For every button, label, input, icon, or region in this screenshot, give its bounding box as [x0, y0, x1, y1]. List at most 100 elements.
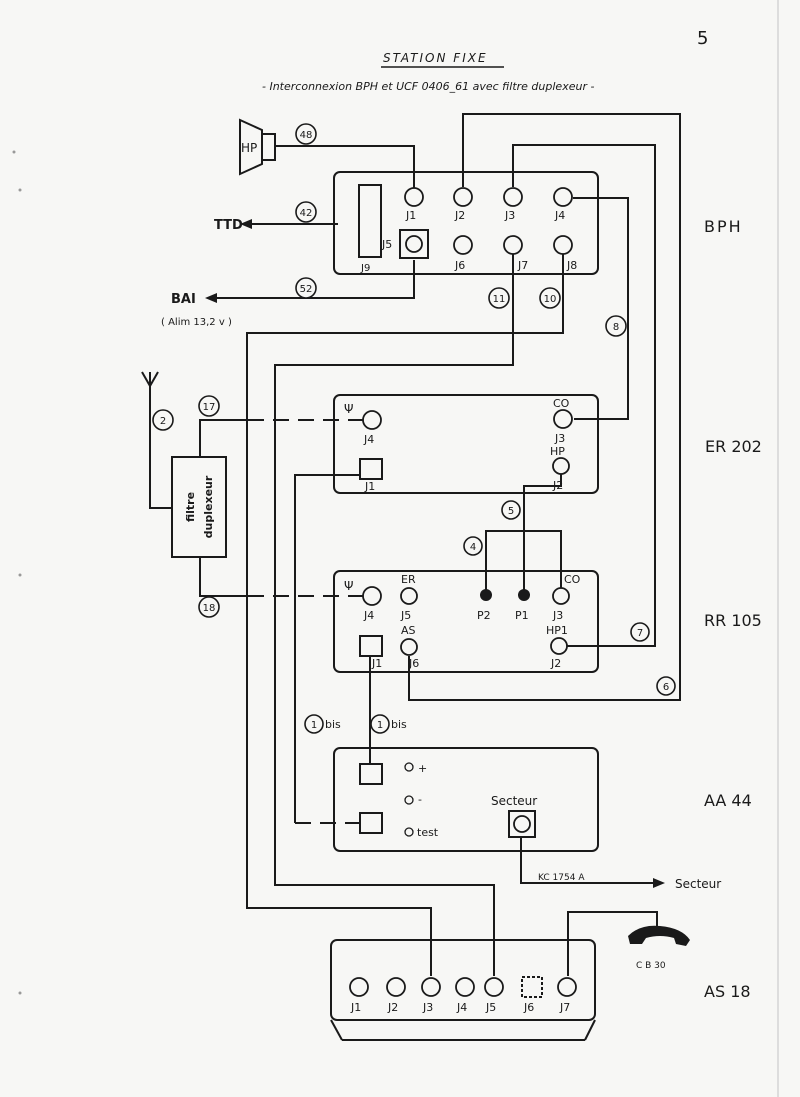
bph-j6-label: J6 [454, 259, 465, 272]
page-subtitle: - Interconnexion BPH et UCF 0406_61 avec… [262, 80, 594, 93]
bph-j4-label: J4 [554, 209, 565, 222]
rr-p2-label: P2 [477, 609, 491, 622]
rr-as-label: AS [401, 624, 416, 637]
rr-j3-label: J3 [552, 609, 563, 622]
unit-aa-name: AA 44 [704, 791, 752, 810]
wire-handset [567, 911, 658, 976]
bph-j9-label: J9 [360, 263, 370, 274]
filtre-box [171, 456, 227, 558]
as-j4-label: J4 [456, 1001, 467, 1014]
speaker-icon: HP [239, 118, 276, 176]
rr-box [333, 570, 599, 673]
cable-tag-10-text: 10 [544, 294, 557, 305]
rr-j6-label: J6 [408, 657, 419, 670]
as-j6-label: J6 [523, 1001, 534, 1014]
as-j1-label: J1 [350, 1001, 361, 1014]
filtre-label-1: filtre [184, 492, 197, 522]
cable-tag-2-text: 2 [160, 416, 166, 427]
rr-p2 [480, 589, 492, 601]
rr-j1-label: J1 [371, 657, 382, 670]
filtre-duplexeur: filtre duplexeur [171, 456, 227, 558]
wire-10 [246, 254, 564, 976]
aa-minus-symbol [404, 795, 414, 805]
bph-j1 [404, 187, 424, 207]
er-j3-label: J3 [554, 432, 565, 445]
cable-tag-1bis-left [304, 714, 324, 734]
cable-tag-18-text: 18 [203, 603, 216, 614]
aa-plus-jack [359, 763, 383, 785]
rr-j4-label: J4 [363, 609, 374, 622]
bph-j4 [553, 187, 573, 207]
cable-tag-17-text: 17 [203, 402, 216, 413]
as-foot-right [584, 1019, 596, 1041]
cable-tag-52 [295, 277, 317, 299]
er-j4-label: J4 [363, 433, 374, 446]
margin-mark [18, 188, 22, 192]
rr-antenna-icon: Ψ [344, 579, 353, 593]
bph-j6 [453, 235, 473, 255]
as-foot-left [330, 1019, 343, 1041]
unit-er-name: ER 202 [705, 437, 762, 456]
wire-18 [199, 557, 248, 597]
handset-label: C B 30 [636, 961, 666, 971]
cable-tag-1bis-left-num: 1 [311, 720, 317, 731]
cable-tag-17 [198, 395, 220, 417]
bph-j5-socket [405, 235, 423, 253]
filtre-label-2: duplexeur [202, 475, 215, 538]
bph-j2 [453, 187, 473, 207]
aa-plus-label: + [418, 762, 427, 775]
wire-48 [275, 145, 415, 188]
as-j5 [484, 977, 504, 997]
cable-tag-8 [605, 315, 627, 337]
as-j2 [386, 977, 406, 997]
wire-17 [199, 419, 248, 457]
rr-hp1-label: HP1 [546, 624, 568, 637]
cable-tag-6 [656, 676, 676, 696]
bai-arrow [205, 293, 217, 303]
cable-tag-11-text: 11 [493, 294, 506, 305]
bph-box [333, 171, 599, 275]
er-j2-label: J2 [552, 479, 563, 492]
secteur-out-label: Secteur [675, 877, 721, 891]
as-j1 [349, 977, 369, 997]
cable-tag-1bis-right [370, 714, 390, 734]
cable-tag-42 [295, 201, 317, 223]
cable-tag-11 [488, 287, 510, 309]
cable-tag-7-text: 7 [637, 628, 643, 639]
bph-j1-label: J1 [405, 209, 416, 222]
cable-tag-42-text: 42 [300, 208, 313, 219]
cable-tag-52-text: 52 [300, 284, 313, 295]
wire-52 [215, 260, 415, 299]
er202-unit: Ψ J4 CO J3 HP J2 J1 [333, 394, 599, 494]
bph-unit: J9 J5 J1 J2 J3 J4 J6 J7 J8 [333, 171, 599, 275]
as-box [330, 939, 596, 1021]
cable-tag-6-text: 6 [663, 682, 669, 693]
er-hp-label: HP [550, 445, 565, 458]
page-title: STATION FIXE [383, 51, 488, 65]
cable-tag-1bis-left-suffix: bis [325, 718, 341, 731]
secteur-arrow [653, 878, 665, 888]
aa-test-symbol [404, 827, 414, 837]
as-j7-label: J7 [559, 1001, 570, 1014]
as-j2-label: J2 [387, 1001, 398, 1014]
er-j3 [553, 409, 573, 429]
rr-j5 [400, 587, 418, 605]
bph-j7 [503, 235, 523, 255]
rr-j4 [362, 586, 382, 606]
as-j5-label: J5 [485, 1001, 496, 1014]
aa-minus-label: - [418, 793, 422, 806]
er-antenna-icon: Ψ [344, 402, 353, 416]
as-j7 [557, 977, 577, 997]
er-j1-label: J1 [364, 480, 375, 493]
as-j3-label: J3 [422, 1001, 433, 1014]
cable-tag-48 [295, 123, 317, 145]
rr-j6 [400, 638, 418, 656]
cable-tag-1bis-right-suffix: bis [391, 718, 407, 731]
cable-tag-1bis-right-num: 1 [377, 720, 383, 731]
margin-mark [18, 573, 22, 577]
wire-8 [573, 197, 629, 420]
cable-tag-18 [198, 596, 220, 618]
rr-co-label: CO [564, 573, 581, 586]
bph-j3-label: J3 [504, 209, 515, 222]
